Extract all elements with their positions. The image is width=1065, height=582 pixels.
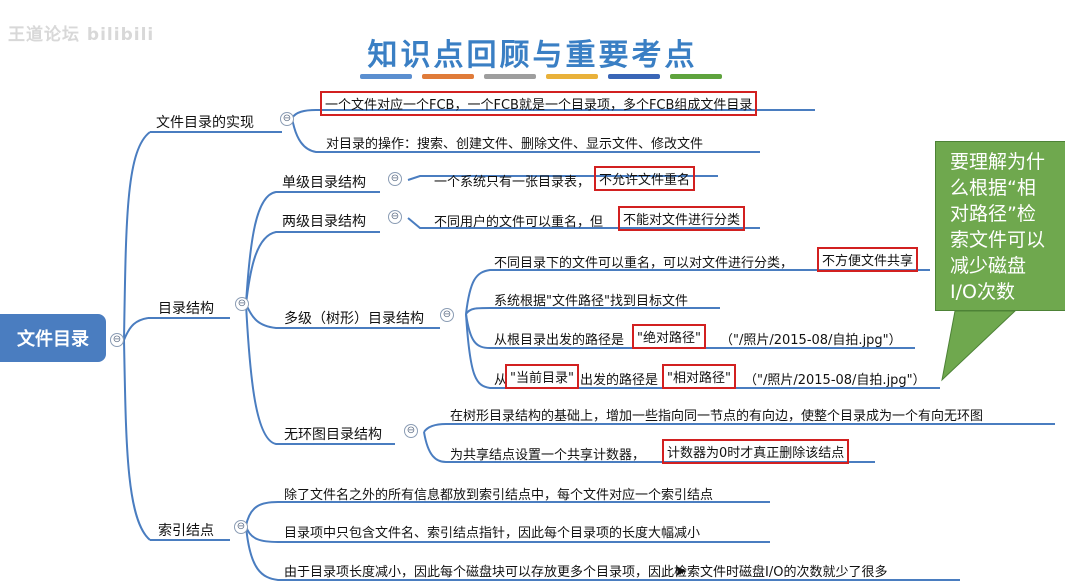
- title-bar: [360, 74, 412, 79]
- edge-root-index: [123, 339, 151, 541]
- two-leaf-text: 不同用户的文件可以重名，但: [434, 215, 604, 230]
- root-node[interactable]: 文件目录: [0, 314, 106, 362]
- title-bar: [608, 74, 660, 79]
- multi-leaf-3-example: （"/照片/2015-08/自拍.jpg"）: [720, 333, 902, 348]
- edge-struct-two: [245, 231, 380, 305]
- node-single-level[interactable]: 单级目录结构: [282, 175, 366, 191]
- edge-two-leaf: [407, 217, 760, 229]
- node-index[interactable]: 索引结点: [158, 523, 214, 539]
- node-multi-level[interactable]: 多级（树形）目录结构: [284, 311, 424, 327]
- edge-root-structure: [123, 317, 149, 341]
- watermark: 王道论坛 bilibili: [8, 25, 155, 45]
- edge-multi-1: [465, 269, 930, 315]
- multi-leaf-1-highlight: 不方便文件共享: [817, 247, 919, 272]
- index-leaf-2: 目录项中只包含文件名、索引结点指针，因此每个目录项的长度大幅减小: [284, 526, 701, 541]
- collapse-toggle-structure[interactable]: ⊖: [235, 297, 249, 311]
- callout-line: 对路径”检: [950, 203, 1036, 225]
- mouse-cursor-icon: ➤: [674, 561, 688, 580]
- title-bar: [670, 74, 722, 79]
- multi-leaf-4-mid: 出发的路径是: [580, 373, 659, 388]
- node-impl[interactable]: 文件目录的实现: [156, 115, 254, 131]
- multi-leaf-4-prefix: 从: [494, 373, 508, 388]
- multi-leaf-3-highlight: "绝对路径": [632, 324, 706, 349]
- single-leaf-text: 一个系统只有一张目录表，: [434, 175, 591, 190]
- callout-line: 索文件可以: [950, 229, 1046, 251]
- collapse-toggle-index[interactable]: ⊖: [234, 520, 248, 534]
- callout-line: 么根据“相: [950, 177, 1036, 199]
- edge-multi-2: [465, 307, 720, 315]
- title-bar: [484, 74, 536, 79]
- edge-struct-multi: [245, 303, 440, 329]
- node-acyclic[interactable]: 无环图目录结构: [284, 427, 382, 443]
- two-leaf-highlight: 不能对文件进行分类: [618, 206, 746, 231]
- edge-multi-4: [465, 313, 940, 389]
- edge-index-3: [245, 525, 960, 581]
- multi-leaf-4-highlight-relative: "相对路径": [662, 364, 736, 389]
- index-leaf-3: 由于目录项长度减小，因此每个磁盘块可以存放更多个目录项，因此检索文件时磁盘I/O…: [284, 565, 888, 580]
- node-two-level[interactable]: 两级目录结构: [282, 214, 366, 230]
- edge-index-2: [245, 525, 770, 543]
- acyclic-leaf-2-text: 为共享结点设置一个共享计数器，: [450, 448, 646, 463]
- collapse-toggle-acyclic[interactable]: ⊖: [404, 424, 418, 438]
- title-bar: [422, 74, 474, 79]
- multi-leaf-4-highlight-current: "当前目录": [505, 364, 579, 389]
- edge-root-impl: [123, 131, 151, 341]
- title-bar: [546, 74, 598, 79]
- edge-struct-acyclic: [245, 303, 395, 445]
- edge-single-leaf: [407, 175, 718, 181]
- callout-line: 要理解为什: [950, 151, 1046, 173]
- callout-line: 减少磁盘: [950, 255, 1027, 277]
- node-structure[interactable]: 目录结构: [158, 301, 214, 317]
- title-color-bars: [360, 74, 722, 79]
- index-leaf-1: 除了文件名之外的所有信息都放到索引结点中，每个文件对应一个索引结点: [284, 488, 714, 503]
- edge-struct-single: [245, 191, 380, 305]
- edge-impl-2: [291, 117, 760, 153]
- collapse-toggle-impl[interactable]: ⊖: [280, 112, 294, 126]
- callout-pointer: [941, 310, 1017, 382]
- collapse-toggle-single[interactable]: ⊖: [388, 172, 402, 186]
- edge-acyclic-1: [423, 423, 1055, 433]
- multi-leaf-1-text: 不同目录下的文件可以重名，可以对文件进行分类，: [494, 256, 794, 271]
- multi-leaf-3-text: 从根目录出发的路径是: [494, 333, 625, 348]
- multi-leaf-2: 系统根据"文件路径"找到目标文件: [494, 294, 688, 309]
- collapse-toggle-multi[interactable]: ⊖: [440, 308, 454, 322]
- acyclic-leaf-2-highlight: 计数器为0时才真正删除该结点: [662, 439, 850, 464]
- impl-leaf-2: 对目录的操作：搜索、创建文件、删除文件、显示文件、修改文件: [326, 137, 704, 152]
- edge-index-1: [245, 501, 770, 527]
- callout-line: I/O次数: [950, 281, 1015, 303]
- collapse-toggle-two[interactable]: ⊖: [388, 210, 402, 224]
- edge-acyclic-2: [423, 431, 875, 463]
- acyclic-leaf-1: 在树形目录结构的基础上，增加一些指向同一节点的有向边，使整个目录成为一个有向无环…: [450, 409, 984, 424]
- callout-note: 要理解为什 么根据“相 对路径”检 索文件可以 减少磁盘 I/O次数: [935, 141, 1065, 311]
- slide-title: 知识点回顾与重要考点: [367, 38, 698, 73]
- single-leaf-highlight: 不允许文件重名: [594, 166, 696, 191]
- multi-leaf-4-example: （"/照片/2015-08/自拍.jpg"）: [744, 373, 926, 388]
- impl-leaf-1: 一个文件对应一个FCB，一个FCB就是一个目录项，多个FCB组成文件目录: [320, 91, 758, 116]
- collapse-toggle-root[interactable]: ⊖: [110, 333, 124, 347]
